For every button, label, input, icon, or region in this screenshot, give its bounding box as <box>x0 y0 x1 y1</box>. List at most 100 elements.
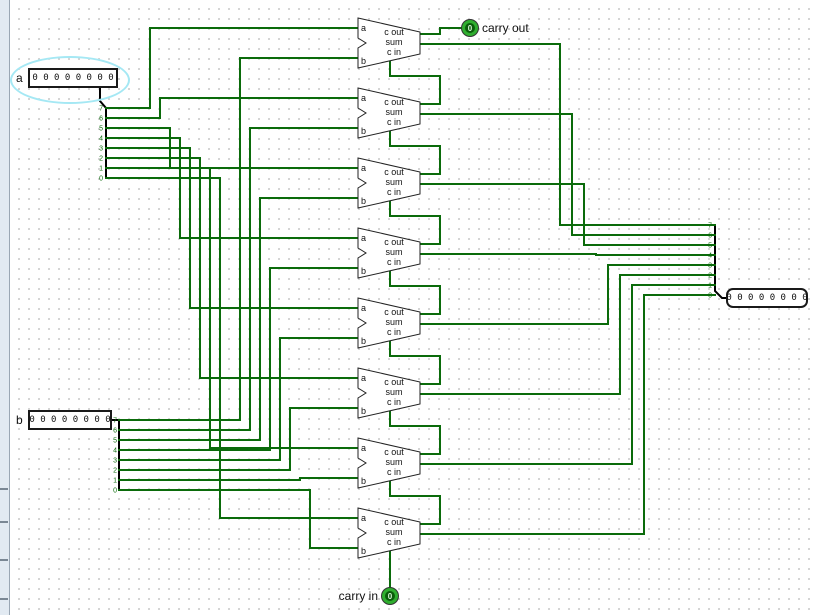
adder-port-label: sum <box>385 527 402 537</box>
adder-port-label: c in <box>387 537 401 547</box>
wire[interactable] <box>115 167 359 449</box>
splitter-bit-label: 1 <box>99 166 103 173</box>
splitter-bit-label: 0 <box>113 488 117 495</box>
adder-pin-a-label: a <box>361 513 366 523</box>
splitter-bit-label: 7 <box>113 418 117 425</box>
wire[interactable] <box>389 130 441 175</box>
adder-port-label: c out <box>384 167 404 177</box>
adder-pin-a-label: a <box>361 93 366 103</box>
adder-port-label: c in <box>387 257 401 267</box>
wire[interactable] <box>419 27 463 35</box>
wire[interactable] <box>128 197 359 441</box>
adder-port-label: c out <box>384 97 404 107</box>
full-adder-body <box>357 17 421 69</box>
full-adder-body <box>357 157 421 209</box>
splitter-bit-label: 4 <box>708 253 712 260</box>
input-b-label: b <box>16 413 23 427</box>
adder-port-label: c out <box>384 447 404 457</box>
wire[interactable] <box>419 274 706 395</box>
adder-port-label: sum <box>385 247 402 257</box>
full-adder-body <box>357 227 421 279</box>
wire[interactable] <box>389 410 441 455</box>
wire[interactable] <box>389 60 441 105</box>
wire[interactable] <box>389 200 441 245</box>
wire[interactable] <box>389 270 441 315</box>
input-pin-a[interactable]: 0 0 0 0 0 0 0 0 <box>28 68 118 88</box>
adder-pin-a-label: a <box>361 373 366 383</box>
wire[interactable] <box>115 137 359 239</box>
splitter-bit-label: 1 <box>113 478 117 485</box>
bus-wire[interactable] <box>714 224 727 299</box>
left-scrollbar[interactable] <box>0 0 10 615</box>
adder-pin-b-label: b <box>361 126 366 136</box>
splitter-bit-label: 2 <box>708 273 712 280</box>
adder-port-label: c out <box>384 377 404 387</box>
wire[interactable] <box>115 27 359 109</box>
adder-port-label: sum <box>385 317 402 327</box>
input-a-bits: 0 0 0 0 0 0 0 0 <box>32 73 114 83</box>
adder-port-label: c in <box>387 47 401 57</box>
splitter-bit-label: 6 <box>708 233 712 240</box>
output-sum-bits: 0 0 0 0 0 0 0 0 <box>726 293 808 303</box>
wire[interactable] <box>419 294 706 535</box>
wire[interactable] <box>419 253 706 256</box>
carry-in-label: carry in <box>338 589 378 603</box>
splitter-bit-label: 2 <box>113 468 117 475</box>
adder-pin-b-label: b <box>361 476 366 486</box>
wire[interactable] <box>419 113 706 236</box>
adder-pin-a-label: a <box>361 303 366 313</box>
wire[interactable] <box>115 97 359 119</box>
input-pin-carry-in[interactable]: 0 <box>382 588 398 604</box>
splitter-bit-label: 6 <box>113 428 117 435</box>
wire[interactable] <box>128 57 359 421</box>
wire[interactable] <box>128 477 359 481</box>
wire[interactable] <box>115 177 359 519</box>
adder-port-label: c in <box>387 467 401 477</box>
splitter-bit-label: 6 <box>99 116 103 123</box>
carry-in-value: 0 <box>387 591 393 601</box>
splitter-bit-label: 0 <box>708 293 712 300</box>
adder-port-label: c in <box>387 397 401 407</box>
wire[interactable] <box>419 183 706 246</box>
scrollbar-tick <box>0 559 8 561</box>
adder-port-label: sum <box>385 107 402 117</box>
wire[interactable] <box>128 127 359 431</box>
adder-port-label: sum <box>385 387 402 397</box>
output-pin-sum[interactable]: 0 0 0 0 0 0 0 0 <box>726 288 808 308</box>
wire[interactable] <box>389 340 441 385</box>
wire[interactable] <box>419 264 706 325</box>
splitter-bit-label: 3 <box>113 458 117 465</box>
wire[interactable] <box>419 43 706 226</box>
selection-halo <box>10 56 130 104</box>
full-adder-body <box>357 87 421 139</box>
input-pin-b[interactable]: 0 0 0 0 0 0 0 0 <box>28 410 112 430</box>
wire[interactable] <box>128 489 359 549</box>
wire[interactable] <box>128 267 359 451</box>
splitter-bit-label: 3 <box>708 263 712 270</box>
splitter-bit-label: 4 <box>113 448 117 455</box>
adder-port-label: c in <box>387 187 401 197</box>
wire[interactable] <box>389 480 441 525</box>
splitter-bit-label: 5 <box>708 243 712 250</box>
splitter-bit-label: 2 <box>99 156 103 163</box>
wire[interactable] <box>115 147 359 309</box>
wire[interactable] <box>128 407 359 471</box>
adder-pin-a-label: a <box>361 233 366 243</box>
wire[interactable] <box>419 284 706 465</box>
adder-port-label: c out <box>384 237 404 247</box>
carry-out-value: 0 <box>467 23 473 33</box>
wire[interactable] <box>128 337 359 461</box>
splitter-bit-label: 5 <box>113 438 117 445</box>
output-pin-carry-out[interactable]: 0 <box>462 20 478 36</box>
bus-wire[interactable] <box>99 87 107 179</box>
